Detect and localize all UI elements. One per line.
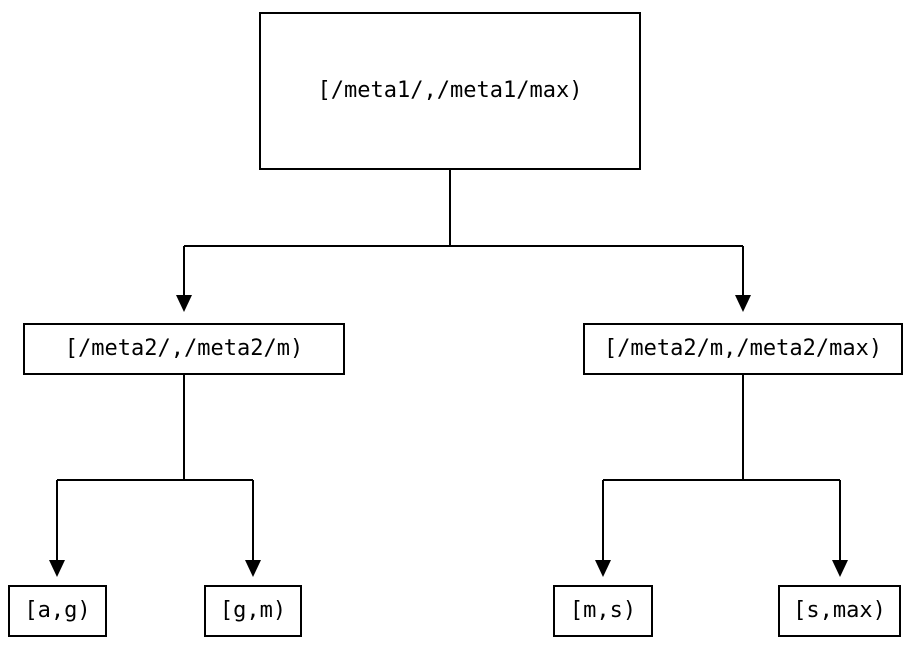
- arrowhead-icon: [176, 295, 192, 312]
- node-root-range: [/meta1/,/meta1/max): [259, 12, 641, 170]
- edge-left-to-children: [49, 375, 261, 577]
- node-left-range: [/meta2/,/meta2/m): [23, 323, 345, 375]
- node-leaf-a-g: [a,g): [8, 585, 107, 637]
- arrowhead-icon: [832, 560, 848, 577]
- arrowhead-icon: [595, 560, 611, 577]
- node-right-range: [/meta2/m,/meta2/max): [583, 323, 903, 375]
- arrowhead-icon: [49, 560, 65, 577]
- edge-root-to-children: [176, 170, 751, 312]
- edge-right-to-children: [595, 375, 848, 577]
- arrowhead-icon: [735, 295, 751, 312]
- arrowhead-icon: [245, 560, 261, 577]
- node-leaf-m-s: [m,s): [553, 585, 653, 637]
- node-leaf-s-max: [s,max): [778, 585, 901, 637]
- node-leaf-g-m: [g,m): [204, 585, 302, 637]
